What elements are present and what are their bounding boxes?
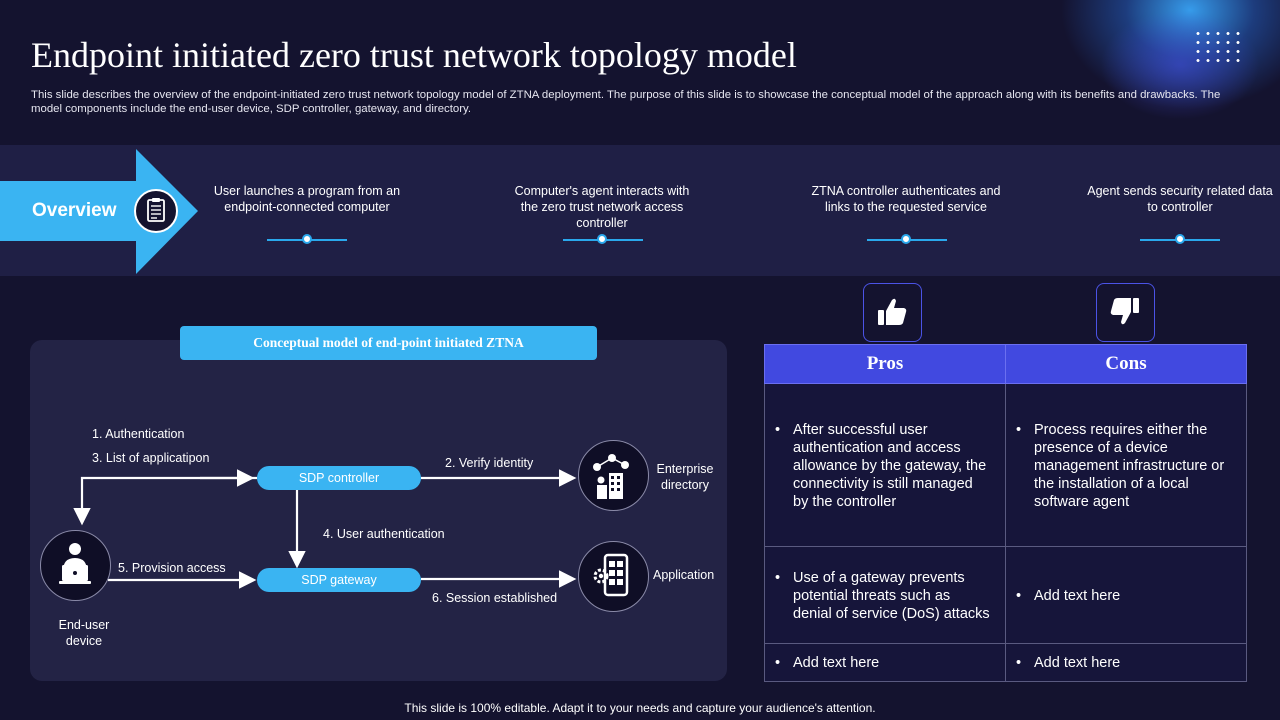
label-list-of-applications: 3. List of applicatipon: [92, 451, 210, 465]
con-text: Add text here: [1034, 588, 1121, 604]
clipboard-icon: [134, 189, 178, 233]
con-text: Add text here: [1034, 655, 1121, 671]
page-title: Endpoint initiated zero trust network to…: [31, 35, 797, 75]
step-1-dot: [302, 234, 312, 244]
label-user-authentication: 4. User authentication: [323, 527, 445, 541]
edge-controller-to-device: [73, 476, 257, 526]
pro-text: Use of a gateway prevents potential thre…: [793, 570, 990, 622]
pros-header: Pros: [764, 344, 1006, 384]
table-row: •Add text here •Add text here: [764, 643, 1247, 682]
step-3-dot: [901, 234, 911, 244]
con-cell: •Add text here: [1005, 643, 1247, 682]
pro-cell: •Add text here: [764, 643, 1006, 682]
node-end-user-device: End-user device: [58, 618, 110, 648]
node-application: Application: [653, 568, 715, 582]
thumbs-up-icon: [863, 283, 922, 342]
user-laptop-icon: [40, 530, 111, 601]
directory-building-icon: [578, 440, 649, 511]
table-row: •Use of a gateway prevents potential thr…: [764, 546, 1247, 644]
overview-arrow: [0, 149, 198, 274]
label-session-established: 6. Session established: [432, 591, 558, 605]
pro-cell: •After successful user authentication an…: [764, 383, 1006, 547]
diagram-title: Conceptual model of end-point initiated …: [180, 326, 597, 360]
con-text: Process requires either the presence of …: [1034, 422, 1225, 510]
overview-step-1: User launches a program from an endpoint…: [213, 184, 401, 214]
overview-step-2: Computer's agent interacts with the zero…: [514, 184, 690, 230]
pro-text: Add text here: [793, 655, 880, 671]
con-cell: •Process requires either the presence of…: [1005, 383, 1247, 547]
mobile-app-gear-icon: [578, 541, 649, 612]
node-sdp-gateway: SDP gateway: [257, 568, 421, 592]
footer-note: This slide is 100% editable. Adapt it to…: [404, 701, 876, 715]
label-provision-access: 5. Provision access: [118, 561, 226, 575]
dot-grid-decoration: [1193, 29, 1243, 65]
overview-step-3: ZTNA controller authenticates and links …: [811, 184, 1001, 214]
label-verify-identity: 2. Verify identity: [445, 456, 534, 470]
con-cell: •Add text here: [1005, 546, 1247, 644]
overview-band: [0, 145, 1280, 276]
thumbs-down-icon: [1096, 283, 1155, 342]
pros-cons-table: Pros Cons •After successful user authent…: [764, 344, 1247, 682]
step-4-dot: [1175, 234, 1185, 244]
node-enterprise-directory: Enterprise directory: [656, 462, 714, 492]
cons-header: Cons: [1005, 344, 1247, 384]
label-authentication: 1. Authentication: [92, 427, 185, 441]
page-subtitle: This slide describes the overview of the…: [31, 89, 1221, 115]
overview-label: Overview: [32, 200, 117, 221]
node-sdp-controller: SDP controller: [257, 466, 421, 490]
overview-step-4: Agent sends security related data to con…: [1087, 184, 1273, 214]
pro-text: After successful user authentication and…: [793, 422, 987, 510]
pro-cell: •Use of a gateway prevents potential thr…: [764, 546, 1006, 644]
step-2-dot: [597, 234, 607, 244]
table-row: •After successful user authentication an…: [764, 383, 1247, 547]
corner-glow-inner: [1100, 10, 1260, 120]
